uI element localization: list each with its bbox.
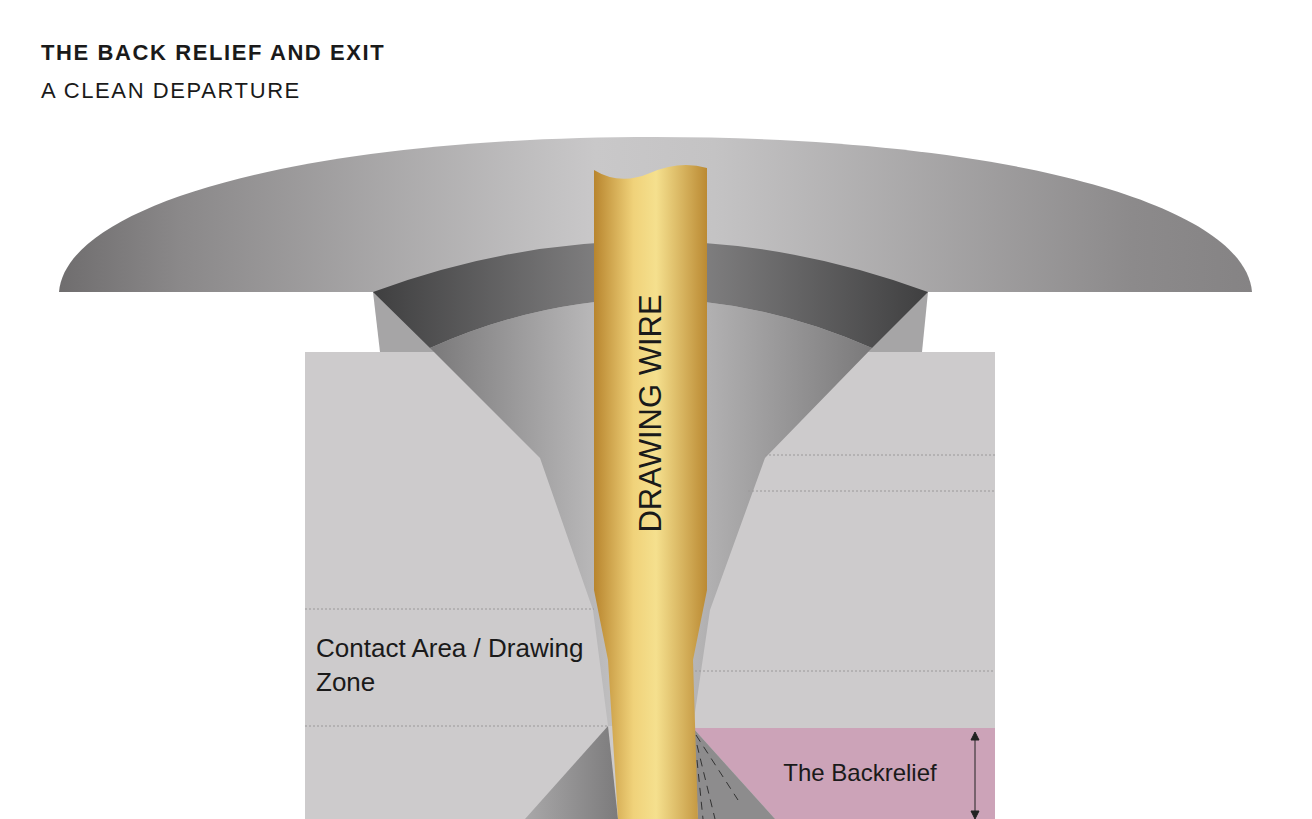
- exit-cone-left: [525, 726, 618, 819]
- exit-cone-right: [693, 728, 775, 819]
- zone-label: Contact Area / Drawing Zone: [316, 632, 586, 700]
- node-text: The Backrelief: [783, 761, 936, 785]
- wire-node: DRAWING WIRE: [594, 170, 707, 656]
- backrelief-node: The Backrelief: [760, 742, 960, 804]
- title: THE BACK RELIEF AND EXIT: [41, 40, 385, 66]
- drawing-wire: [594, 165, 707, 819]
- backrelief-area: [693, 728, 995, 819]
- subtitle: A CLEAN DEPARTURE: [41, 78, 301, 104]
- dimension-arrow: [971, 732, 979, 819]
- relief-angle-lines: [696, 735, 738, 819]
- node-text: DRAWING WIRE: [635, 294, 666, 532]
